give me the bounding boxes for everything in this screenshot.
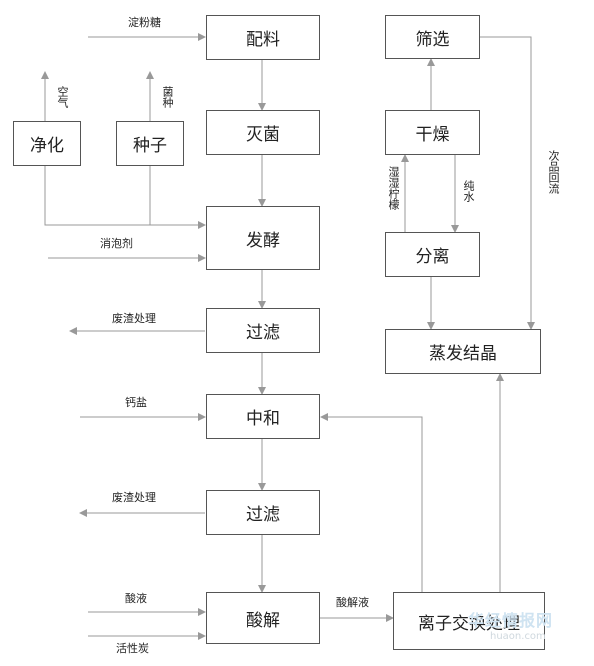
watermark: 华经情报网 huaon.com: [468, 607, 553, 642]
label-calcium-salt: 钙盐: [125, 396, 147, 409]
label-acid-solution: 酸解液: [336, 596, 369, 609]
label-starch-sugar: 淀粉糖: [128, 16, 161, 29]
box-filter-1: 过滤: [206, 308, 320, 353]
box-screen: 筛选: [385, 15, 480, 59]
label-pure-water: 纯水: [462, 180, 475, 202]
box-filter-2: 过滤: [206, 490, 320, 535]
box-separate: 分离: [385, 232, 480, 277]
label-wet-citric: 湿湿柠檬: [387, 166, 400, 210]
box-acidolysis: 酸解: [206, 592, 320, 644]
box-evaporate: 蒸发结晶: [385, 329, 541, 374]
box-neutralize: 中和: [206, 394, 320, 439]
label-strain: 菌种: [161, 86, 174, 108]
label-air: 空气: [56, 86, 69, 108]
label-waste-2: 废渣处理: [112, 491, 156, 504]
line-purify-to-ferment: [44, 166, 206, 229]
arrow-ion-to-neutralize: [320, 413, 423, 592]
watermark-url: huaon.com: [490, 631, 546, 642]
box-ferment: 发酵: [206, 206, 320, 270]
box-dry: 干燥: [385, 110, 480, 155]
watermark-text: 华经情报网: [468, 611, 554, 630]
box-seed: 种子: [116, 121, 184, 166]
label-reject-recycle: 次品回流: [547, 150, 560, 194]
box-batching: 配料: [206, 15, 320, 60]
box-ion-exchange: 离子交换处理: [393, 592, 545, 650]
label-waste-1: 废渣处理: [112, 312, 156, 325]
label-defoamer: 消泡剂: [100, 237, 133, 250]
arrow-reject-recycle: [480, 36, 535, 330]
box-purify: 净化: [13, 121, 81, 166]
label-acid: 酸液: [125, 592, 147, 605]
label-activated-carbon: 活性炭: [116, 642, 149, 655]
box-sterilize: 灭菌: [206, 110, 320, 155]
